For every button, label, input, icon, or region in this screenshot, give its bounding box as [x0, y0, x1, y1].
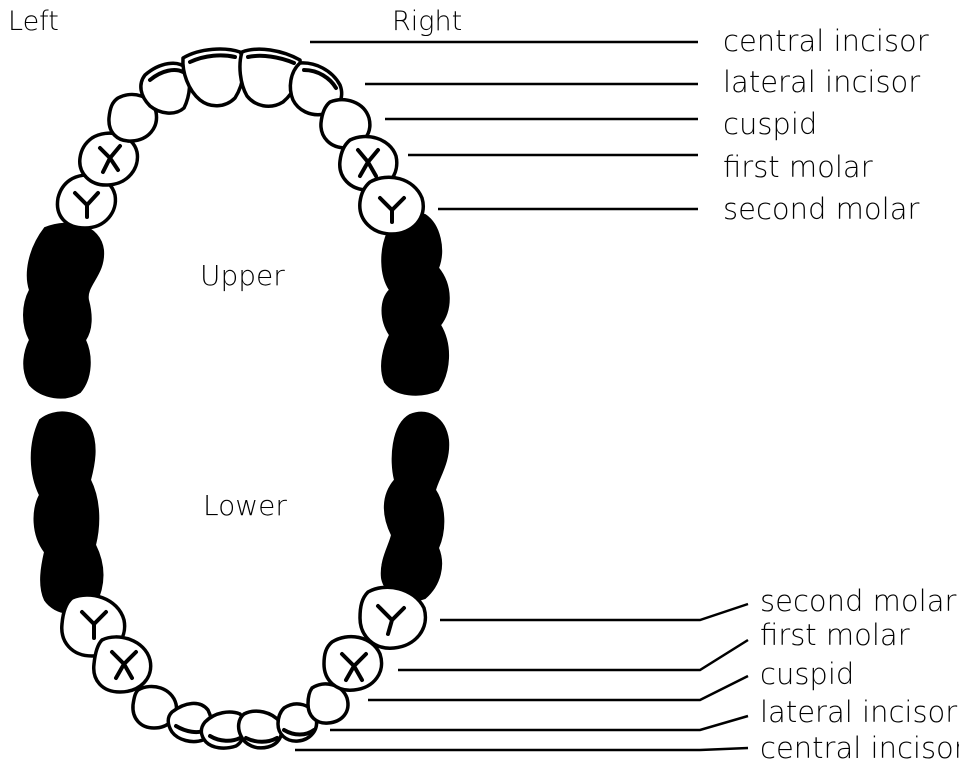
upper-right-second-molar [360, 177, 423, 234]
upper-label-cuspid: cuspid [723, 107, 817, 141]
lower-right-central-incisor [239, 711, 282, 748]
lower-right-permanent-molars [382, 413, 448, 600]
lower-label-lateral-incisor: lateral incisor [760, 695, 957, 729]
lower-second-molar-leader [440, 604, 748, 620]
upper-label-central-incisor: central incisor [723, 24, 929, 58]
upper-label-lateral-incisor: lateral incisor [723, 65, 920, 99]
lower-right-second-molar [360, 587, 425, 648]
upper-right-permanent-molars [382, 213, 449, 395]
upper-label-first-molar: first molar [723, 150, 873, 184]
lower-label-first-molar: first molar [760, 618, 910, 652]
left-label: Left [8, 6, 59, 37]
lower-central-incisor-leader [295, 748, 748, 750]
lower-label-cuspid: cuspid [760, 657, 854, 691]
right-label: Right [392, 6, 462, 37]
upper-arch [24, 49, 449, 398]
upper-left-permanent-molars [24, 224, 103, 398]
lower-lateral-incisor-leader [330, 716, 748, 730]
lower-label-central-incisor: central incisor [760, 731, 959, 765]
lower-label-second-molar: second molar [760, 584, 956, 618]
lower-first-molar-leader [398, 640, 748, 670]
upper-left-central-incisor [183, 49, 244, 106]
upper-label-second-molar: second molar [723, 192, 919, 226]
lower-left-permanent-molars [32, 412, 103, 613]
lower-left-first-molar [94, 637, 151, 692]
lower-cuspid-leader [368, 676, 748, 700]
lower-arch [32, 412, 448, 748]
lower-arch-label: Lower [203, 489, 287, 522]
upper-arch-label: Upper [200, 259, 285, 292]
